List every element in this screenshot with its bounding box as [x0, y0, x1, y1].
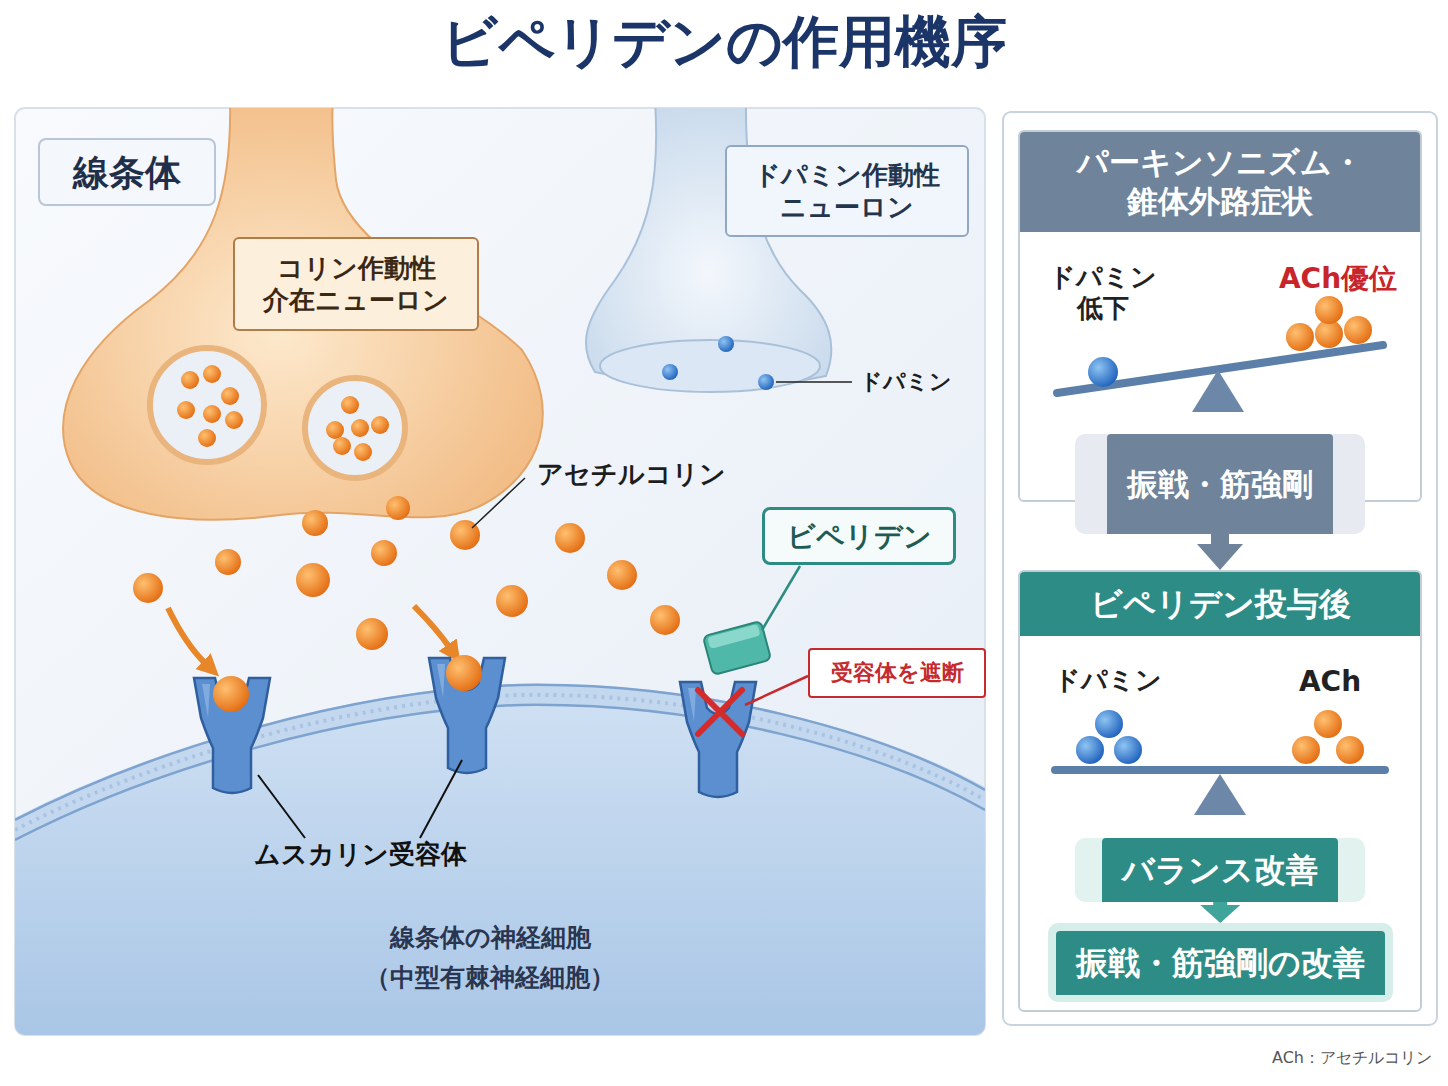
drug-label-box: ビペリデン — [762, 507, 956, 565]
leader-line — [472, 478, 525, 528]
node-heading: 受容体を遮断 — [831, 659, 964, 687]
cholinergic-neuron — [63, 108, 543, 520]
callout-box: 受容体を遮断 — [808, 648, 986, 698]
binding-arrow — [168, 608, 206, 664]
node-heading: 線条体 — [73, 150, 181, 195]
cell-membrane — [15, 705, 985, 840]
acetylcholine-molecule — [371, 416, 389, 434]
acetylcholine-molecule — [133, 573, 163, 603]
synaptic-vesicle — [305, 378, 405, 478]
acetylcholine-ball — [1315, 320, 1343, 348]
node-heading: コリン作動性 介在ニューロン — [243, 252, 469, 317]
acetylcholine-molecule — [650, 605, 680, 635]
panel-card: ビペリデン投与後バランス改善振戦・筋強剛の改善 — [1018, 570, 1422, 1012]
acetylcholine-ball — [1344, 316, 1372, 344]
binding-arrow — [414, 606, 450, 648]
dopamine-ball — [1076, 736, 1104, 764]
seesaw-beam — [1055, 766, 1385, 774]
node-heading: ドパミン作動性 ニューロン — [735, 159, 959, 224]
acetylcholine-molecule — [326, 421, 344, 439]
acetylcholine-molecule — [333, 437, 351, 455]
striatal-neuron — [15, 695, 985, 1035]
node-heading: パーキンソニズム・ 錐体外路症状 — [1020, 132, 1420, 232]
node-heading: ビペリデン投与後 — [1020, 572, 1420, 636]
dopamine-ball — [1114, 736, 1142, 764]
acetylcholine-molecule — [446, 655, 482, 691]
acetylcholine-molecule — [225, 411, 243, 429]
biperiden-molecule — [703, 621, 771, 675]
region-tag: 線条体 — [38, 138, 216, 206]
dopamine-molecule — [662, 364, 678, 380]
acetylcholine-ball — [1315, 296, 1343, 324]
neuron-label-box: コリン作動性 介在ニューロン — [233, 237, 479, 331]
result-box: 振戦・筋強剛の改善 — [1048, 923, 1393, 1002]
seesaw-pivot — [1194, 774, 1246, 815]
illustration-content — [15, 108, 985, 1035]
acetylcholine-molecule — [198, 429, 216, 447]
summary-panel — [1003, 112, 1437, 1025]
node-heading: 振戦・筋強剛の改善 — [1056, 931, 1385, 995]
acetylcholine-molecule — [203, 365, 221, 383]
text-label: ACh — [1280, 665, 1380, 699]
acetylcholine-molecule — [356, 618, 388, 650]
synaptic-vesicle — [150, 348, 264, 462]
cell-membrane — [15, 695, 985, 830]
acetylcholine-molecule — [386, 496, 410, 520]
result-pill: バランス改善 — [1075, 838, 1365, 902]
acetylcholine-ball — [1314, 710, 1342, 738]
cell-membrane — [15, 695, 985, 830]
acetylcholine-molecule — [555, 523, 585, 553]
acetylcholine-molecule — [177, 401, 195, 419]
neuron-label-box: ドパミン作動性 ニューロン — [725, 145, 969, 237]
text-label: ムスカリン受容体 — [230, 838, 490, 871]
leader-line — [776, 381, 852, 383]
acetylcholine-molecule — [203, 405, 221, 423]
dopamine-ball — [1088, 357, 1118, 387]
muscarinic-receptor — [680, 682, 756, 797]
text-label: ドパミン — [1043, 665, 1173, 696]
node-heading: バランス改善 — [1102, 838, 1338, 902]
acetylcholine-molecule — [221, 387, 239, 405]
block-mark — [698, 690, 742, 734]
dopamine-molecule — [718, 336, 734, 352]
block-mark — [698, 690, 742, 734]
acetylcholine-molecule — [354, 443, 372, 461]
acetylcholine-molecule — [371, 540, 397, 566]
diagram-title: ビペリデンの作用機序 — [0, 6, 1448, 79]
text-label: ACh優位 — [1268, 262, 1408, 296]
acetylcholine-molecule — [215, 549, 241, 575]
flow-arrow — [1211, 502, 1229, 544]
biperiden-molecule — [703, 621, 771, 675]
acetylcholine-molecule — [302, 510, 328, 536]
biperiden-molecule — [707, 624, 760, 649]
text-label: アセチルコリン — [537, 458, 737, 491]
seesaw-pivot — [1192, 370, 1244, 412]
acetylcholine-molecule — [496, 585, 528, 617]
acetylcholine-molecule — [351, 419, 369, 437]
acetylcholine-molecule — [341, 396, 359, 414]
text-label: ACh：アセチルコリン — [1192, 1048, 1432, 1067]
leader-line — [745, 676, 808, 705]
acetylcholine-ball — [1292, 736, 1320, 764]
acetylcholine-molecule — [296, 563, 330, 597]
acetylcholine-molecule — [181, 371, 199, 389]
symptom-pill: 振戦・筋強剛 — [1075, 434, 1365, 534]
dopamine-molecule — [758, 374, 774, 390]
acetylcholine-molecule — [607, 560, 637, 590]
text-label: 線条体の神経細胞 （中型有棘神経細胞） — [340, 918, 640, 998]
text-label: ドパミン 低下 — [1043, 262, 1163, 324]
leader-line — [420, 760, 462, 838]
text-label: ドパミン — [860, 368, 980, 396]
acetylcholine-molecule — [213, 676, 249, 712]
leader-line — [762, 566, 800, 630]
acetylcholine-ball — [1336, 736, 1364, 764]
axon-terminal — [600, 340, 820, 392]
leader-line — [258, 775, 305, 838]
node-heading: ビペリデン — [787, 519, 932, 554]
acetylcholine-ball — [1286, 323, 1314, 351]
node-heading: 振戦・筋強剛 — [1107, 434, 1333, 534]
flow-arrow — [1213, 902, 1227, 905]
dopamine-ball — [1095, 710, 1123, 738]
